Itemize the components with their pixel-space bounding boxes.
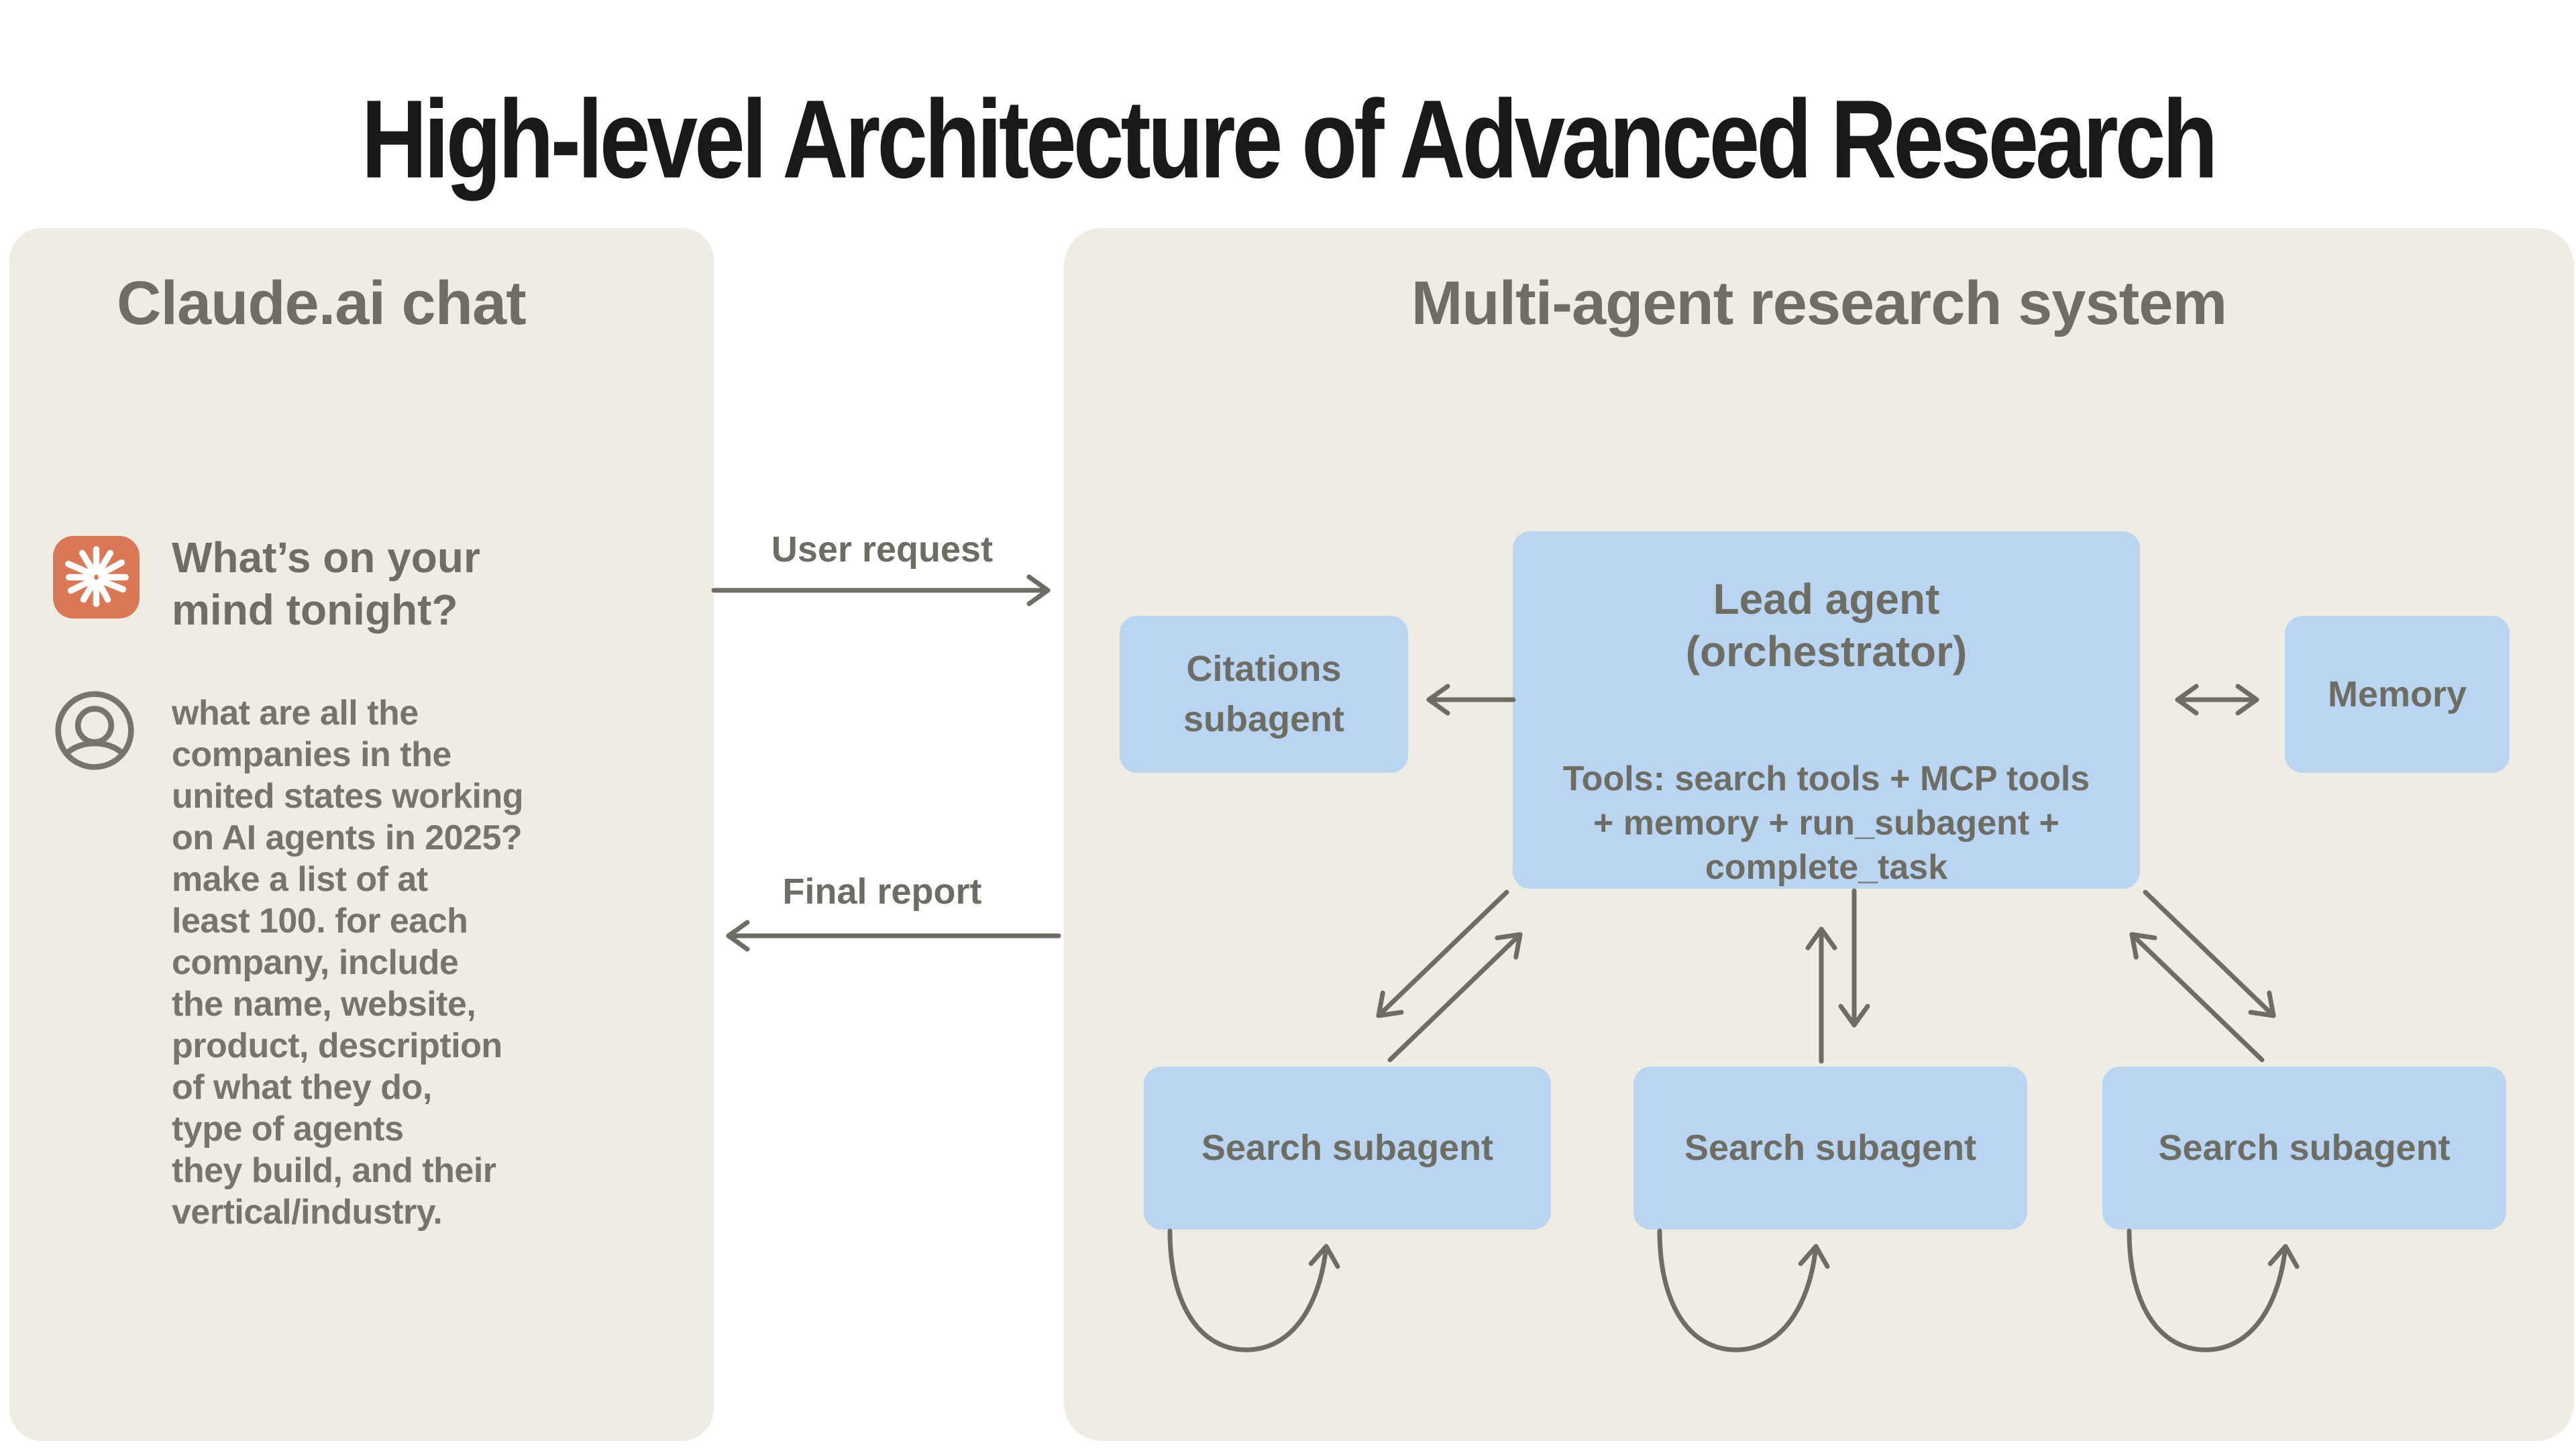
- lead-agent-title: Lead agent (orchestrator): [1685, 575, 1968, 676]
- memory-box: Memory: [2285, 616, 2510, 773]
- claude-chat-panel: Claude.ai chat What’s on your mind tonig…: [9, 228, 714, 1441]
- search-subagent-box-middle: Search subagent: [1633, 1067, 2027, 1230]
- search-subagent-box-left: Search subagent: [1144, 1067, 1551, 1230]
- page-title: High-level Architecture of Advanced Rese…: [361, 76, 2218, 201]
- multi-agent-heading: Multi-agent research system: [1411, 269, 2227, 337]
- assistant-prompt-text: What’s on your mind tonight?: [172, 533, 480, 634]
- user-query-text: what are all the companies in the united…: [172, 694, 524, 1232]
- lead-agent-box: Lead agent (orchestrator) Tools: search …: [1513, 531, 2140, 889]
- claude-starburst-icon: [53, 535, 140, 619]
- memory-label: Memory: [2327, 674, 2467, 714]
- search-subagent-label: Search subagent: [1684, 1128, 1977, 1168]
- multi-agent-panel: Multi-agent research system Citations su…: [1064, 228, 2574, 1441]
- final-report-label: Final report: [782, 871, 982, 912]
- citations-subagent-box: Citations subagent: [1120, 616, 1408, 773]
- citations-subagent-label: Citations subagent: [1183, 649, 1345, 739]
- claude-chat-heading: Claude.ai chat: [117, 269, 527, 337]
- search-subagent-label: Search subagent: [2158, 1128, 2451, 1168]
- user-avatar-icon: [55, 691, 134, 770]
- search-subagent-label: Search subagent: [1201, 1128, 1494, 1168]
- lead-agent-tools: Tools: search tools + MCP tools + memory…: [1562, 759, 2090, 887]
- search-subagent-box-right: Search subagent: [2102, 1067, 2506, 1230]
- user-request-label: User request: [771, 529, 994, 570]
